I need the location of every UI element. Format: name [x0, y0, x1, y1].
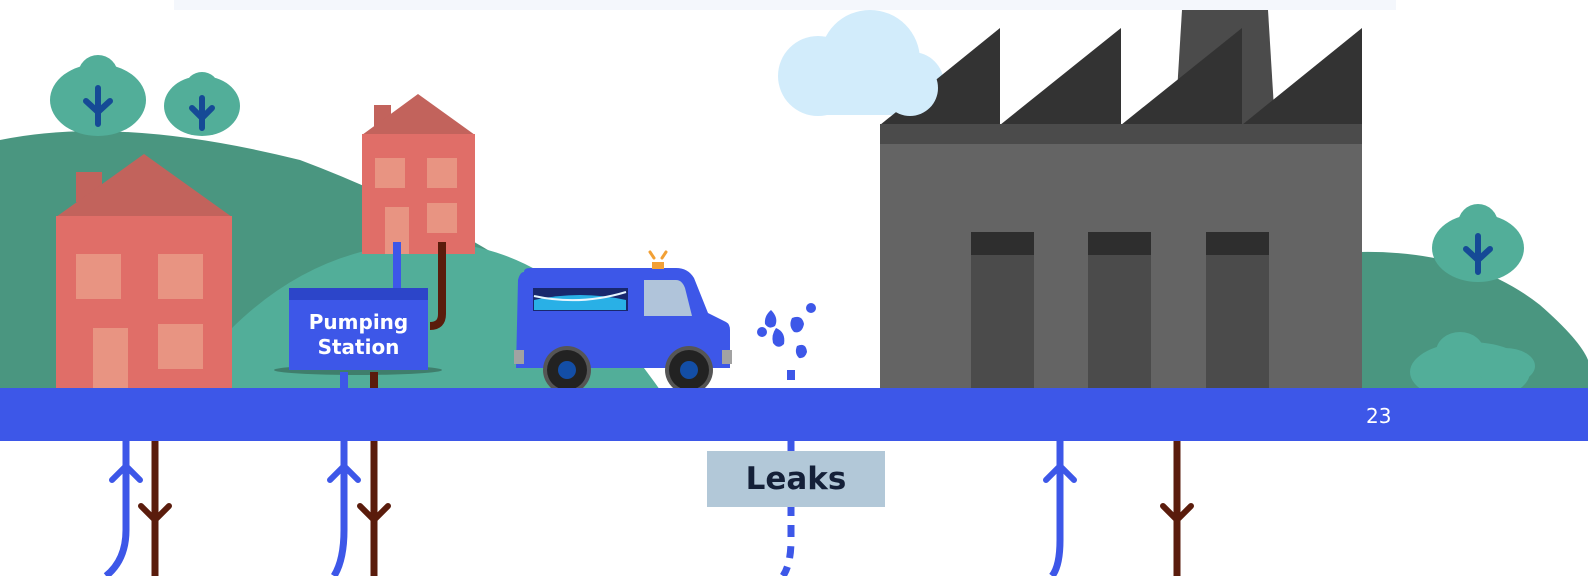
pumping-station-label-line1: Pumping: [289, 310, 428, 335]
factory-supply-pipe: [1052, 441, 1060, 576]
house-supply-pipe: [106, 441, 126, 576]
leaks-label: Leaks: [707, 451, 885, 507]
pumping-station-label-line2: Station: [289, 335, 428, 360]
leaks-label-text: Leaks: [746, 461, 847, 497]
pumping-station-label: Pumping Station: [289, 300, 428, 370]
page-number: 23: [1366, 404, 1391, 428]
station-supply-pipe: [334, 441, 344, 576]
